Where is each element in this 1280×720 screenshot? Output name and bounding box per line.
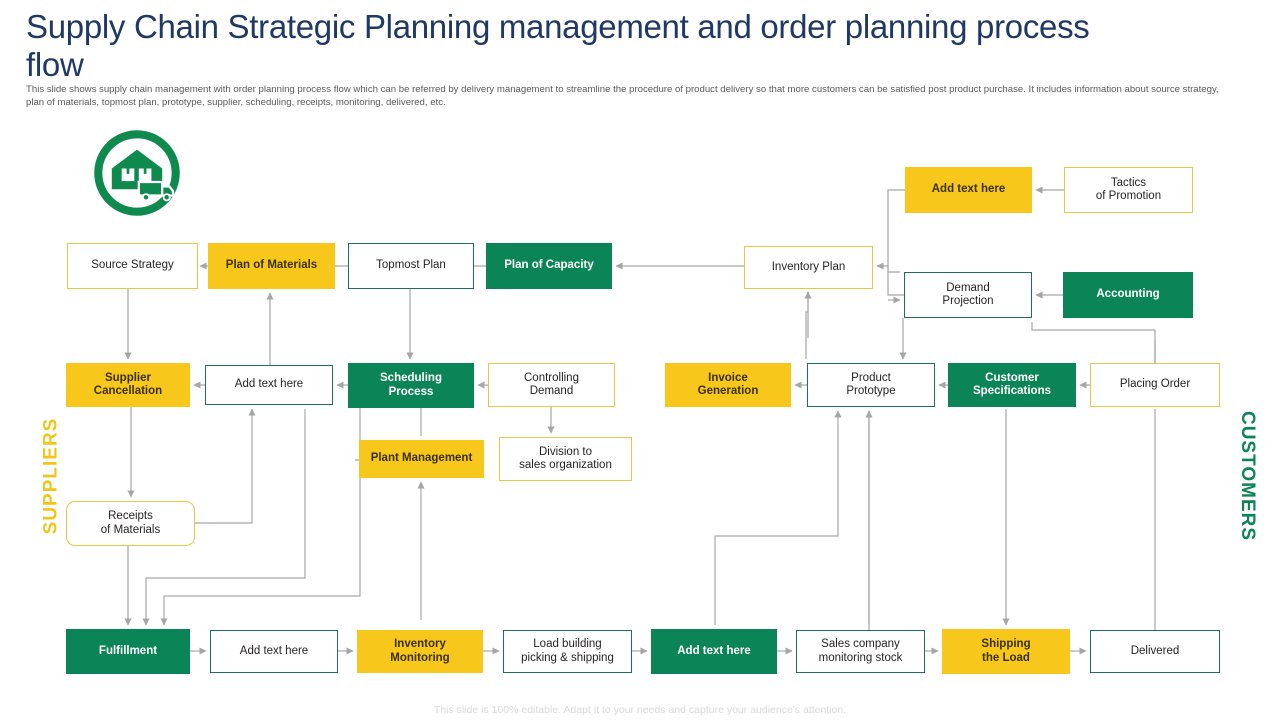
flow-node-add-text-here-row3[interactable]: Add text here: [210, 630, 338, 673]
page-subtitle: This slide shows supply chain management…: [26, 84, 1219, 108]
flow-node-invoice-generation[interactable]: Invoice Generation: [665, 363, 791, 407]
flow-node-label: Product Prototype: [846, 371, 896, 398]
flow-node-sales-company[interactable]: Sales company monitoring stock: [796, 630, 925, 673]
flow-node-accounting[interactable]: Accounting: [1063, 272, 1193, 318]
flow-node-plant-management[interactable]: Plant Management: [359, 440, 484, 478]
flow-node-inventory-monitoring[interactable]: Inventory Monitoring: [357, 630, 483, 673]
flow-node-demand-projection[interactable]: Demand Projection: [904, 272, 1032, 318]
flow-node-label: Accounting: [1096, 288, 1160, 301]
flow-node-receipts-of-materials[interactable]: Receipts of Materials: [66, 501, 195, 546]
flow-node-label: Topmost Plan: [376, 259, 446, 272]
flow-node-label: Demand Projection: [942, 281, 994, 308]
flow-node-label: Plan of Materials: [225, 259, 318, 272]
flow-node-label: Add text here: [677, 644, 751, 657]
flow-node-label: Add text here: [931, 183, 1006, 196]
flow-node-shipping-the-load[interactable]: Shipping the Load: [942, 629, 1070, 674]
flow-node-label: Inventory Plan: [771, 260, 846, 273]
flow-node-label: Scheduling Process: [380, 372, 442, 398]
flow-node-label: Placing Order: [1119, 378, 1191, 391]
flow-node-tactics-of-promotion[interactable]: Tactics of Promotion: [1064, 167, 1193, 213]
footer-note: This slide is 100% editable. Adapt it to…: [433, 704, 847, 716]
flow-node-placing-order[interactable]: Placing Order: [1090, 363, 1220, 407]
flow-node-plan-of-capacity[interactable]: Plan of Capacity: [486, 243, 612, 289]
warehouse-truck-icon: [92, 128, 182, 218]
flow-node-source-strategy[interactable]: Source Strategy: [67, 243, 198, 289]
flow-node-scheduling-process[interactable]: Scheduling Process: [348, 363, 474, 408]
flow-node-label: Add text here: [234, 378, 304, 391]
flow-node-add-text-here-row3b[interactable]: Add text here: [651, 629, 777, 674]
flow-node-controlling-demand[interactable]: Controlling Demand: [488, 363, 615, 407]
flow-node-label: Delivered: [1130, 644, 1180, 657]
flow-node-label: Tactics of Promotion: [1095, 176, 1162, 203]
flow-node-add-text-here-row2[interactable]: Add text here: [205, 365, 333, 405]
flow-node-label: Supplier Cancellation: [93, 371, 163, 398]
flow-node-label: Plan of Capacity: [504, 259, 594, 272]
flow-node-division-to-sales[interactable]: Division to sales organization: [499, 437, 632, 481]
flow-node-label: Receipts of Materials: [100, 510, 161, 536]
flow-node-label: Invoice Generation: [697, 371, 759, 398]
flow-node-product-prototype[interactable]: Product Prototype: [807, 363, 935, 407]
flow-node-label: Source Strategy: [91, 259, 174, 272]
flow-node-topmost-plan[interactable]: Topmost Plan: [348, 243, 474, 289]
flow-node-label: Add text here: [239, 644, 309, 657]
flow-node-label: Fulfillment: [98, 644, 158, 657]
page-title: Supply Chain Strategic Planning manageme…: [26, 8, 1090, 83]
flow-node-label: Load building picking & shipping: [521, 638, 614, 664]
flow-node-add-text-here-top[interactable]: Add text here: [905, 167, 1032, 213]
flow-node-supplier-cancellation[interactable]: Supplier Cancellation: [66, 363, 190, 407]
flow-node-load-building[interactable]: Load building picking & shipping: [503, 630, 632, 673]
flow-node-label: Shipping the Load: [981, 638, 1031, 664]
flow-node-label: Sales company monitoring stock: [818, 638, 903, 664]
flow-node-inventory-plan[interactable]: Inventory Plan: [744, 246, 873, 289]
flow-node-label: Division to sales organization: [519, 445, 612, 472]
flow-node-delivered[interactable]: Delivered: [1090, 630, 1220, 673]
flow-node-label: Inventory Monitoring: [390, 638, 450, 664]
flow-node-label: Controlling Demand: [524, 371, 579, 398]
flow-node-customer-specifications[interactable]: Customer Specifications: [948, 363, 1076, 407]
flow-node-fulfillment[interactable]: Fulfillment: [66, 629, 190, 674]
flow-node-label: Plant Management: [370, 452, 473, 465]
flow-node-plan-of-materials[interactable]: Plan of Materials: [208, 243, 335, 289]
flow-node-label: Customer Specifications: [973, 371, 1051, 398]
